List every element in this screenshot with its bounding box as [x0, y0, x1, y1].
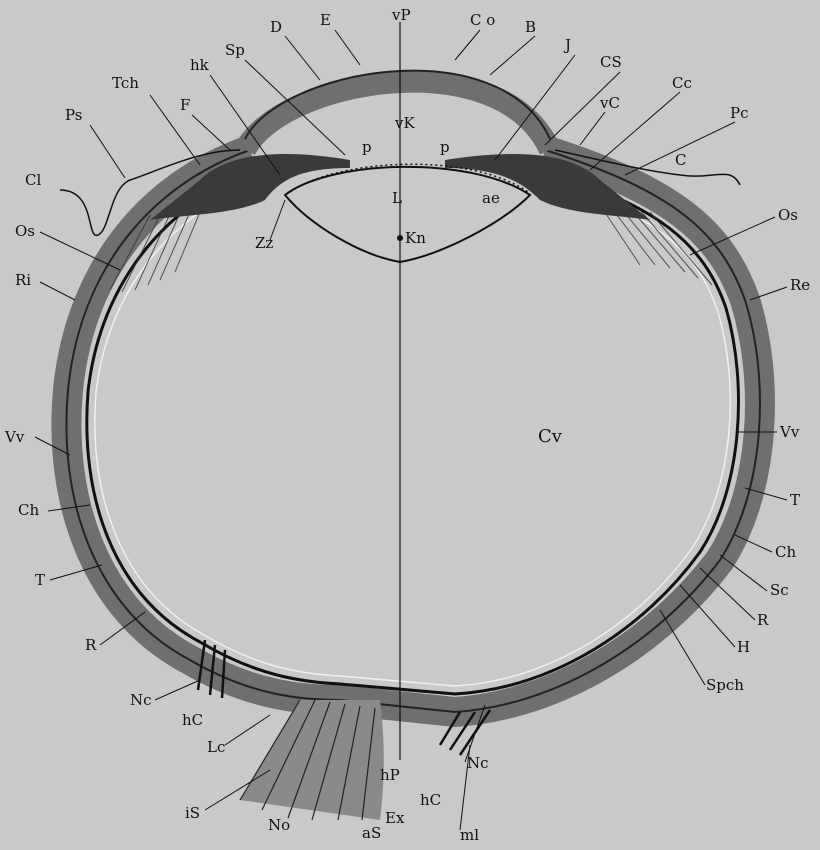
label-Pc: Pc — [730, 104, 749, 122]
label-B: B — [525, 18, 536, 36]
label-Nc-left: Nc — [130, 691, 152, 709]
label-T-right: T — [790, 491, 800, 509]
label-p-right: p — [440, 138, 450, 156]
label-aS: aS — [362, 824, 381, 842]
label-hk: hk — [190, 56, 210, 74]
label-C: C — [675, 151, 686, 169]
label-Tch: Tch — [112, 74, 139, 92]
label-L: L — [392, 189, 402, 207]
label-Sp: Sp — [225, 41, 245, 59]
label-H: H — [737, 638, 750, 656]
label-Vv-left: Vv — [4, 428, 25, 446]
label-hP: hP — [380, 766, 400, 784]
label-Os-right: Os — [778, 206, 798, 224]
nodal-point — [397, 235, 403, 241]
label-No: No — [268, 816, 290, 834]
label-Ch-left: Ch — [18, 501, 39, 519]
label-Cl: Cl — [25, 171, 41, 189]
label-Co: C o — [470, 11, 495, 29]
label-vC: vC — [599, 94, 620, 112]
label-Os-left: Os — [15, 222, 35, 240]
label-Cc: Cc — [672, 74, 692, 92]
label-T-left: T — [35, 571, 45, 589]
label-Vv-right: Vv — [779, 423, 800, 441]
label-iS: iS — [185, 804, 200, 822]
label-Sc: Sc — [770, 581, 789, 599]
label-E: E — [320, 11, 331, 29]
label-J: J — [563, 36, 571, 54]
label-hC-left: hC — [182, 711, 203, 729]
label-p-left: p — [362, 138, 372, 156]
label-R-left: R — [85, 636, 97, 654]
label-Cv: Cv — [538, 426, 563, 447]
label-hC-right: hC — [420, 791, 441, 809]
label-Re: Re — [790, 276, 810, 294]
label-Nc-right: Nc — [467, 754, 489, 772]
label-ae: ae — [482, 189, 500, 207]
label-Spch: Spch — [706, 676, 744, 694]
label-Lc: Lc — [207, 738, 225, 756]
label-D: D — [270, 18, 282, 36]
label-F: F — [180, 96, 190, 114]
label-R-right: R — [757, 611, 769, 629]
label-CS: CS — [600, 53, 622, 71]
label-Ps: Ps — [65, 106, 82, 124]
label-vK: vK — [394, 114, 415, 132]
label-Zz: Zz — [255, 234, 273, 252]
label-Ch-right: Ch — [775, 543, 796, 561]
label-Ri: Ri — [15, 271, 31, 289]
label-ml: ml — [460, 826, 479, 844]
label-Kn: Kn — [405, 229, 426, 247]
label-Ex: Ex — [385, 809, 405, 827]
label-vP: vP — [391, 6, 411, 24]
